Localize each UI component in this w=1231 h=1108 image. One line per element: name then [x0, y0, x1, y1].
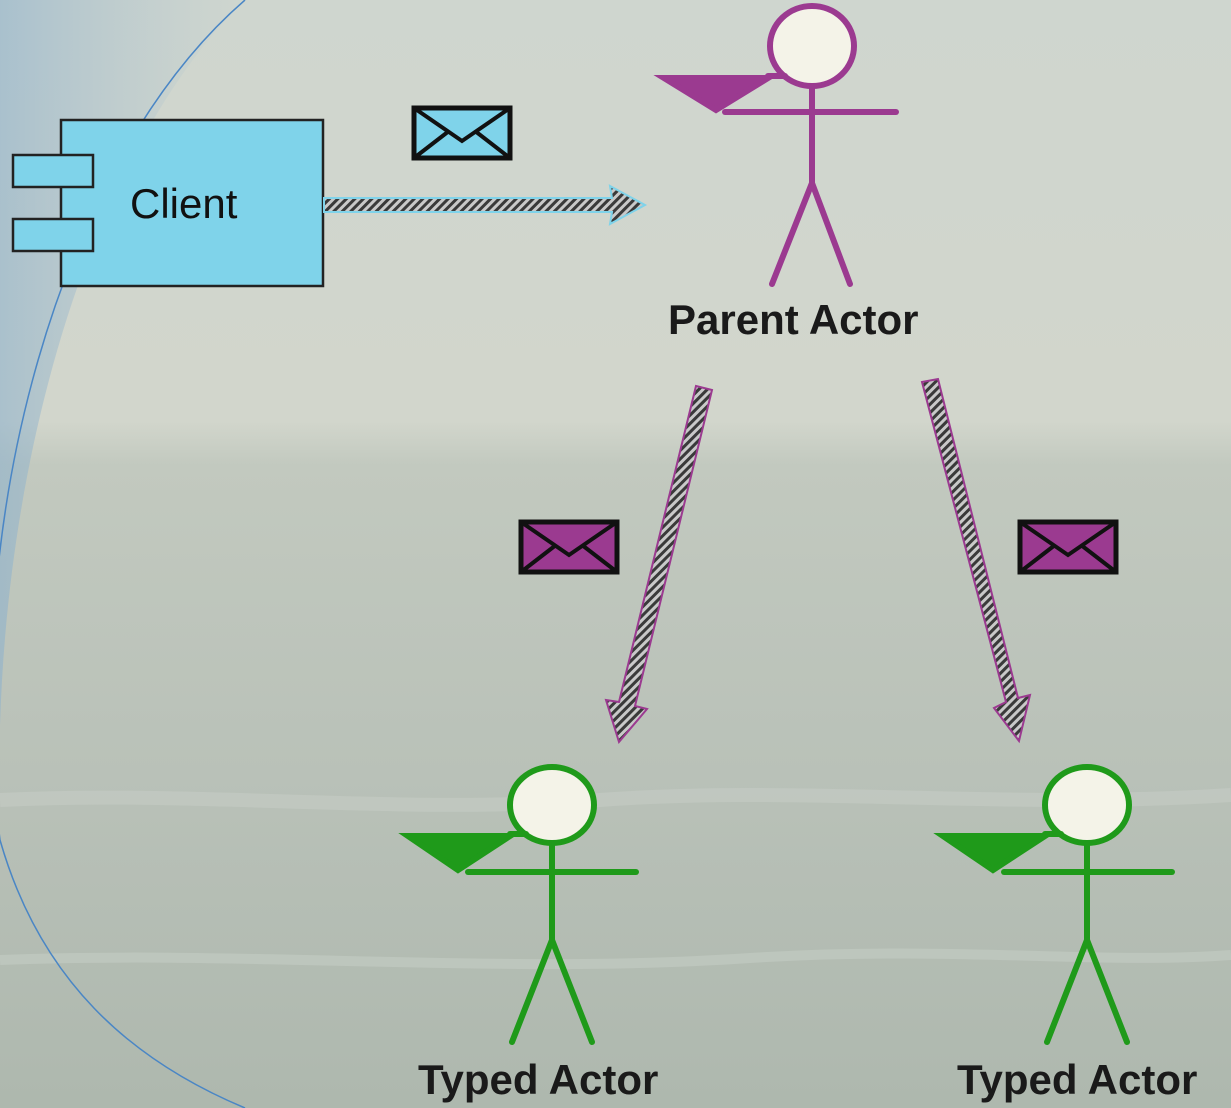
envelope-icon: [1017, 519, 1119, 575]
sea-wave: [0, 788, 1231, 812]
parent-actor-figure: [653, 3, 899, 287]
typed-actor-figure: [933, 764, 1175, 1045]
arrow-client-to-parent: [323, 184, 648, 226]
typed-actor-label: Typed Actor: [418, 1056, 659, 1103]
envelope-icon: [411, 105, 513, 161]
client-component: [11, 118, 325, 288]
parent-actor-label: Parent Actor: [668, 296, 919, 343]
actor-hand: [398, 833, 521, 874]
component-tab-top: [11, 153, 95, 189]
envelope-icon: [518, 519, 620, 575]
actor-hand: [653, 75, 779, 114]
client-box: [59, 118, 325, 288]
arrow-parent-to-typed-right: [920, 377, 1032, 744]
actor-hand: [933, 833, 1056, 874]
typed-actor-label: Typed Actor: [957, 1056, 1198, 1103]
arrow-parent-to-typed-left: [604, 384, 714, 745]
client-label: Client: [130, 180, 238, 227]
component-tab-bottom: [11, 217, 95, 253]
typed-actor-figure: [398, 764, 639, 1045]
